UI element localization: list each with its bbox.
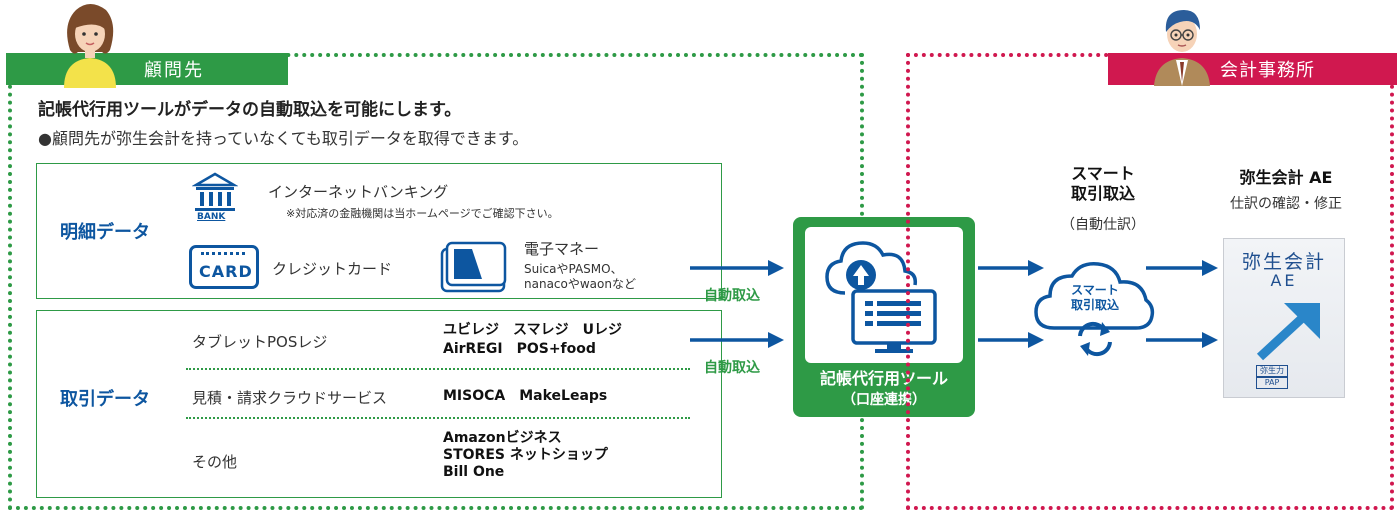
auto-import-label-2: 自動取込 xyxy=(704,360,760,376)
credit-label: クレジットカード xyxy=(272,260,393,278)
torihiki-brand: MISOCA MakeLeaps xyxy=(443,388,608,404)
torihiki-brand: STORES ネットショップ xyxy=(443,447,608,463)
smart-sub: （自動仕訳） xyxy=(1061,217,1145,233)
ae-box-text-1: 弥生会計 xyxy=(1241,251,1326,273)
torihiki-panel xyxy=(36,310,722,498)
smart-title-2: 取引取込 xyxy=(1070,184,1135,203)
auto-import-label-1: 自動取込 xyxy=(704,288,760,304)
client-tab-label: 顧問先 xyxy=(144,60,204,81)
banking-note: ※対応済の金融機関は当ホームページでご確認下さい。 xyxy=(286,207,559,220)
client-avatar-icon xyxy=(64,4,116,88)
emoney-note-1: SuicaやPASMO、 xyxy=(524,262,623,276)
card-icon-text: CARD xyxy=(199,262,253,281)
bank-icon xyxy=(192,172,238,211)
bank-icon-text: BANK xyxy=(197,212,226,222)
emoney-label: 電子マネー xyxy=(524,240,600,258)
office-avatar-icon xyxy=(1154,10,1210,86)
client-headline: 記帳代行用ツールがデータの自動取込を可能にします。 xyxy=(38,100,462,120)
meisai-panel xyxy=(36,163,722,299)
torihiki-divider xyxy=(186,368,690,370)
tool-screen xyxy=(805,227,963,363)
cloud-upload-computer-icon xyxy=(825,241,937,353)
office-tab-label: 会計事務所 xyxy=(1220,60,1315,81)
card-icon: CARD xyxy=(189,245,259,289)
client-subline: ●顧問先が弥生会計を持っていなくても取引データを取得できます。 xyxy=(38,129,529,148)
ae-sub: 仕訳の確認・修正 xyxy=(1230,196,1342,212)
ae-logo-bottom: PAP xyxy=(1256,377,1288,389)
tool-label: 記帳代行用ツール xyxy=(819,369,948,388)
smart-import-cloud-icon xyxy=(1034,262,1155,357)
torihiki-brand: AirREGI POS+food xyxy=(443,341,596,357)
meisai-title: 明細データ xyxy=(60,222,150,243)
ae-logo-top: 弥生力 xyxy=(1256,365,1288,377)
bookkeeping-tool-box: 記帳代行用ツール （口座連携） xyxy=(793,217,975,417)
client-tab: 顧問先 xyxy=(6,53,288,85)
torihiki-row-label: その他 xyxy=(192,453,238,471)
torihiki-row-label: タブレットPOSレジ xyxy=(192,333,328,351)
emoney-note-2: nanacoやwaonなど xyxy=(524,277,636,291)
ae-arrow-icon xyxy=(1256,303,1320,361)
office-arrows xyxy=(978,260,1218,348)
smart-title-1: スマート xyxy=(1071,164,1135,183)
ae-box-text-2: AE xyxy=(1270,271,1298,290)
torihiki-brand: Amazonビジネス xyxy=(443,430,562,446)
cloud-text-1: スマート xyxy=(1071,283,1119,297)
yayoi-ae-product-box: 弥生会計 AE 弥生力 PAP xyxy=(1223,238,1345,398)
torihiki-row-label: 見積・請求クラウドサービス xyxy=(192,389,388,407)
torihiki-title: 取引データ xyxy=(60,389,150,410)
emoney-card-icon xyxy=(440,241,507,293)
tool-sublabel: （口座連携） xyxy=(842,392,926,408)
torihiki-brand: Bill One xyxy=(443,464,505,480)
cloud-text-2: 取引取込 xyxy=(1070,298,1119,312)
banking-label: インターネットバンキング xyxy=(268,183,449,201)
torihiki-divider xyxy=(186,417,690,419)
ae-title: 弥生会計 AE xyxy=(1239,168,1333,187)
torihiki-brand: ユビレジ スマレジ Uレジ xyxy=(443,322,622,338)
auto-import-arrows xyxy=(690,260,784,348)
